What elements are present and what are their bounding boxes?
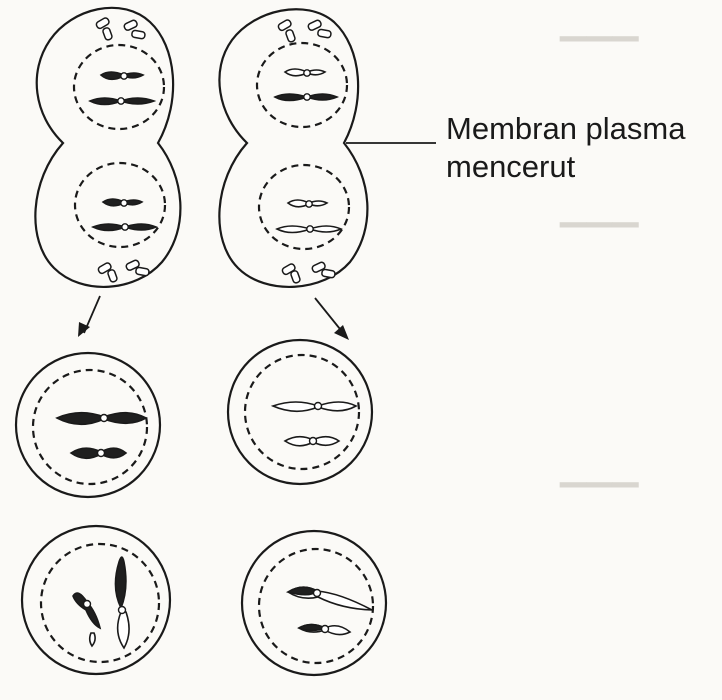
centromere [308, 436, 318, 446]
centromere [303, 93, 311, 101]
daughter-nucleus-envelope [31, 368, 149, 486]
centriole [311, 261, 326, 273]
centriole [107, 269, 118, 283]
centromere [306, 225, 314, 233]
centromere [96, 448, 106, 458]
centriole [95, 17, 110, 30]
chromosome [114, 556, 127, 610]
daughter-cell-membrane [20, 524, 172, 676]
centromere [120, 72, 128, 80]
bleed-through-text: ▁▁▁ [560, 189, 639, 227]
daughter-cell-membrane [14, 351, 162, 499]
bleed-through-text: ▁▁▁ [560, 449, 639, 487]
chromosome [116, 611, 130, 650]
membrane-label: Membran plasma mencerut [446, 110, 685, 186]
daughter-cell-membrane [240, 529, 388, 677]
daughter-nucleus-envelope [39, 542, 161, 664]
dividing-cell-right-membrane [218, 8, 369, 288]
nucleus-envelope [72, 43, 166, 131]
centromere [120, 199, 128, 207]
nucleus-envelope [73, 161, 167, 249]
bleed-through-text: ▁▁▁ [560, 3, 639, 41]
centriole [290, 270, 301, 284]
arrow-left-head [78, 322, 90, 337]
centriole [285, 29, 296, 43]
centromere [312, 588, 322, 598]
membrane-label-line1: Membran plasma [446, 111, 686, 146]
centriole [135, 266, 150, 277]
centriole [317, 28, 332, 39]
centromere [303, 69, 311, 77]
chromosome [90, 223, 159, 232]
centromere [305, 200, 313, 208]
centriole [125, 259, 140, 271]
centromere [121, 223, 129, 231]
centromere [117, 605, 127, 615]
centromere [82, 599, 92, 609]
centriole [321, 268, 336, 279]
centriole [277, 19, 292, 32]
daughter-cell-membrane [226, 338, 374, 486]
centriole [307, 19, 322, 31]
centriole [102, 27, 113, 41]
centriole [123, 19, 138, 31]
dividing-cell-left-membrane [34, 6, 182, 288]
chromosome [285, 586, 319, 596]
arrow-right-head [334, 325, 349, 340]
centriole [281, 263, 296, 276]
chromosome [88, 632, 96, 648]
centromere [99, 413, 109, 423]
daughter-nucleus-envelope [257, 547, 375, 665]
centromere [320, 624, 330, 634]
chromosome [72, 592, 102, 630]
nucleus-envelope [257, 163, 351, 251]
centriole [97, 262, 112, 275]
centriole [131, 29, 146, 40]
membrane-label-line2: mencerut [446, 149, 576, 184]
centromere [117, 97, 125, 105]
centromere [313, 401, 323, 411]
arrow-right-shaft [314, 297, 345, 335]
nucleus-envelope [255, 41, 349, 129]
daughter-nucleus-envelope [243, 353, 361, 471]
